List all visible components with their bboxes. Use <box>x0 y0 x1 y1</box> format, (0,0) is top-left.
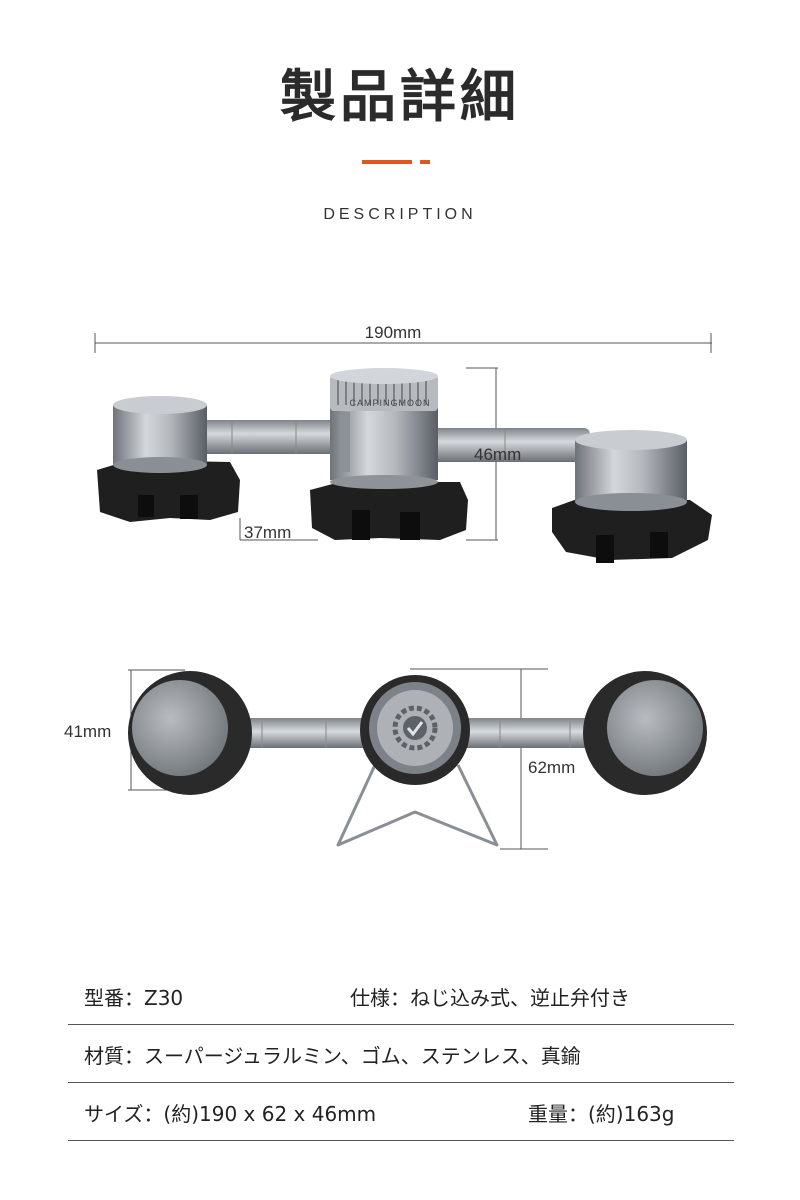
spec-material: 材質：スーパージュラルミン、ゴム、ステンレス、真鍮 <box>84 1044 581 1068</box>
product-front-view: 190mm CAMPINGMOON 46mm 37mm <box>94 323 712 563</box>
gear-logo-icon <box>392 705 438 751</box>
height-dim-label: 46mm <box>474 445 521 464</box>
spec-row-3: サイズ：(約)190 x 62 x 46mm 重量：(約)163g <box>68 1082 734 1141</box>
left-tube <box>185 420 335 454</box>
depth-center-dim-label: 62mm <box>528 758 575 777</box>
folding-stand <box>336 764 499 847</box>
spec-mechanism: 仕様：ねじ込み式、逆止弁付き <box>350 986 630 1010</box>
top-right-cap <box>607 680 703 776</box>
spec-weight: 重量：(約)163g <box>528 1102 675 1126</box>
base-dim-label: 37mm <box>244 523 291 542</box>
left-canister-cap <box>113 396 207 414</box>
spec-size: サイズ：(約)190 x 62 x 46mm <box>84 1102 377 1126</box>
center-rubber-base <box>310 482 468 540</box>
accent-line-short <box>420 160 430 164</box>
product-top-view: 41mm 62mm <box>64 668 707 850</box>
spec-row-2: 材質：スーパージュラルミン、ゴム、ステンレス、真鍮 <box>68 1024 734 1083</box>
right-rubber-base <box>552 498 712 560</box>
brand-mark: CAMPINGMOON <box>349 398 430 408</box>
center-valve-knob <box>330 368 438 384</box>
accent-line-long <box>362 160 412 164</box>
right-canister-cap <box>575 430 687 450</box>
depth-side-dim-label: 41mm <box>64 722 111 741</box>
spec-row-1: 型番：Z30 仕様：ねじ込み式、逆止弁付き <box>68 966 734 1025</box>
spec-model: 型番：Z30 <box>84 986 184 1010</box>
page-title: 製品詳細 <box>280 65 520 130</box>
top-left-cap <box>132 680 228 776</box>
page-subtitle: DESCRIPTION <box>323 206 477 223</box>
top-left-tube <box>230 718 380 748</box>
width-dim-label: 190mm <box>365 323 422 342</box>
left-rubber-base <box>97 460 240 522</box>
